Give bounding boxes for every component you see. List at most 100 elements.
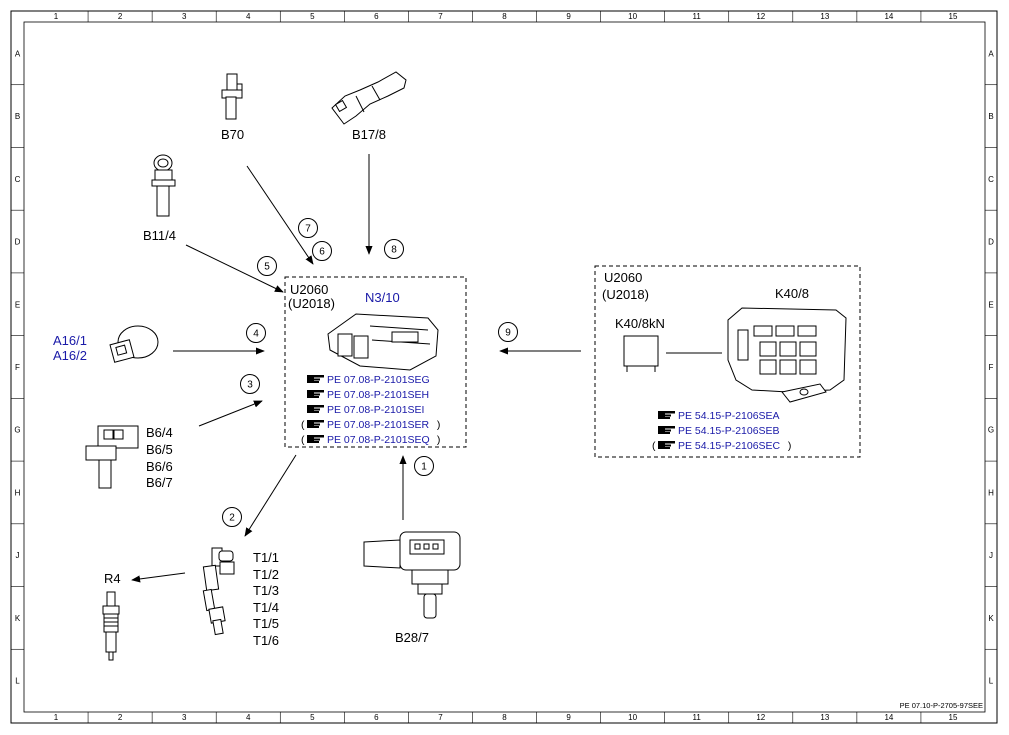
reference-text: PE 07.08-P-2101SEI: [327, 404, 424, 416]
ruler-col-label: 11: [693, 713, 702, 722]
reference-text: PE 07.08-P-2101SER: [327, 419, 430, 431]
reference-link[interactable]: PE 54.15-P-2106SEB: [658, 425, 780, 437]
ruler-col-label: 4: [246, 12, 251, 21]
ruler-col-label: 10: [628, 713, 637, 722]
label-b11-4: B11/4: [143, 228, 176, 243]
label-k40-8: K40/8: [775, 286, 809, 301]
ruler-col-label: 2: [118, 713, 123, 722]
label-t1-3: T1/3: [253, 583, 279, 598]
callout-4: 4: [246, 323, 266, 343]
pointing-hand-icon: [658, 411, 675, 419]
open-paren: (: [301, 434, 305, 446]
sensor-b6-icon: [85, 425, 139, 489]
reference-text: PE 07.08-P-2101SEG: [327, 374, 430, 386]
pointing-hand-icon: [307, 375, 324, 383]
ruler-row-label: L: [989, 677, 994, 686]
callout-6: 6: [312, 241, 332, 261]
ruler-row-label: K: [988, 614, 994, 623]
callout-number: 5: [264, 262, 270, 273]
callout-number: 3: [247, 380, 253, 391]
ruler-row-label: C: [15, 175, 21, 184]
callout-3: 3: [240, 374, 260, 394]
ruler-row-label: B: [988, 112, 993, 121]
fuse-module-k40-8-icon: [727, 307, 847, 403]
ruler-col-label: 7: [438, 12, 443, 21]
label-t1-1: T1/1: [253, 550, 279, 565]
callout-7: 7: [298, 218, 318, 238]
reference-link[interactable]: (PE 07.08-P-2101SEQ): [301, 434, 440, 446]
ruler-row-label: F: [15, 363, 20, 372]
ruler-col-label: 15: [949, 12, 958, 21]
callout-number: 8: [391, 245, 397, 256]
callout-number: 1: [421, 462, 427, 473]
ruler-col-label: 3: [182, 713, 187, 722]
ruler-row-label: G: [14, 426, 20, 435]
ruler-col-label: 8: [502, 713, 507, 722]
arrow-b11-4-to-ecu: [185, 244, 284, 293]
callout-number: 6: [319, 247, 325, 258]
ruler-row-label: C: [988, 175, 994, 184]
label-a16-2: A16/2: [53, 348, 87, 363]
arrow-b70-to-ecu: [246, 165, 314, 265]
label-t1-2: T1/2: [253, 567, 279, 582]
reference-link[interactable]: (PE 07.08-P-2101SER): [301, 419, 440, 431]
ruler-col-label: 1: [54, 12, 59, 21]
reference-link[interactable]: PE 54.15-P-2106SEA: [658, 410, 780, 422]
pointing-hand-icon: [307, 390, 324, 398]
label-r4: R4: [104, 571, 121, 586]
open-paren: (: [301, 419, 305, 431]
ruler-col-label: 13: [820, 12, 829, 21]
pointing-hand-icon: [307, 435, 324, 443]
close-paren: ): [788, 440, 792, 452]
relay-box: [594, 265, 861, 458]
reference-text: PE 54.15-P-2106SEB: [678, 425, 780, 437]
reference-link[interactable]: PE 07.08-P-2101SEI: [307, 404, 424, 416]
ruler-row-label: B: [15, 112, 20, 121]
ruler-col-label: 7: [438, 713, 443, 722]
reference-link[interactable]: PE 07.08-P-2101SEG: [307, 374, 430, 386]
ruler-col-label: 9: [566, 713, 571, 722]
pointing-hand-icon: [307, 420, 324, 428]
callout-9: 9: [498, 322, 518, 342]
label-t1-5: T1/5: [253, 616, 279, 631]
pointing-hand-icon: [658, 426, 675, 434]
ruler-row-label: A: [988, 49, 994, 58]
label-b6-7: B6/7: [146, 475, 173, 490]
label-t1-6: T1/6: [253, 633, 279, 648]
label-b28-7: B28/7: [395, 630, 429, 645]
arrow-ecu-to-t1: [244, 454, 297, 537]
document-id: PE 07.10-P-2705-97SEE: [900, 701, 983, 710]
reference-link[interactable]: PE 07.08-P-2101SEH: [307, 389, 429, 401]
ruler-col-label: 3: [182, 12, 187, 21]
ruler-col-label: 5: [310, 713, 315, 722]
callout-1: 1: [414, 456, 434, 476]
label-a16-1: A16/1: [53, 333, 87, 348]
ruler-col-label: 12: [756, 713, 765, 722]
inner-frame: [23, 21, 986, 713]
reference-text: PE 07.08-P-2101SEH: [327, 389, 429, 401]
sensor-b17-8-icon: [331, 71, 407, 125]
label-t1-4: T1/4: [253, 600, 279, 615]
ruler-row-label: H: [15, 488, 21, 497]
ruler-col-label: 14: [884, 713, 893, 722]
callout-number: 7: [305, 224, 311, 235]
callout-8: 8: [384, 239, 404, 259]
ruler-row-label: A: [15, 49, 21, 58]
ruler-row-label: J: [16, 551, 20, 560]
ruler-col-label: 6: [374, 12, 379, 21]
ruler-row-label: D: [988, 238, 994, 247]
arrow-b6-to-ecu: [198, 400, 263, 427]
ruler-row-label: G: [988, 426, 994, 435]
sensor-b28-7-icon: [363, 531, 461, 619]
sensor-b11-4-icon: [151, 154, 176, 217]
reference-link[interactable]: (PE 54.15-P-2106SEC): [652, 440, 791, 452]
pointing-hand-icon: [307, 405, 324, 413]
callout-number: 9: [505, 328, 511, 339]
ruler-col-label: 5: [310, 12, 315, 21]
ecu-unit-icon: [327, 313, 439, 371]
ruler-row-label: J: [989, 551, 993, 560]
sensor-b70-icon: [221, 73, 243, 120]
